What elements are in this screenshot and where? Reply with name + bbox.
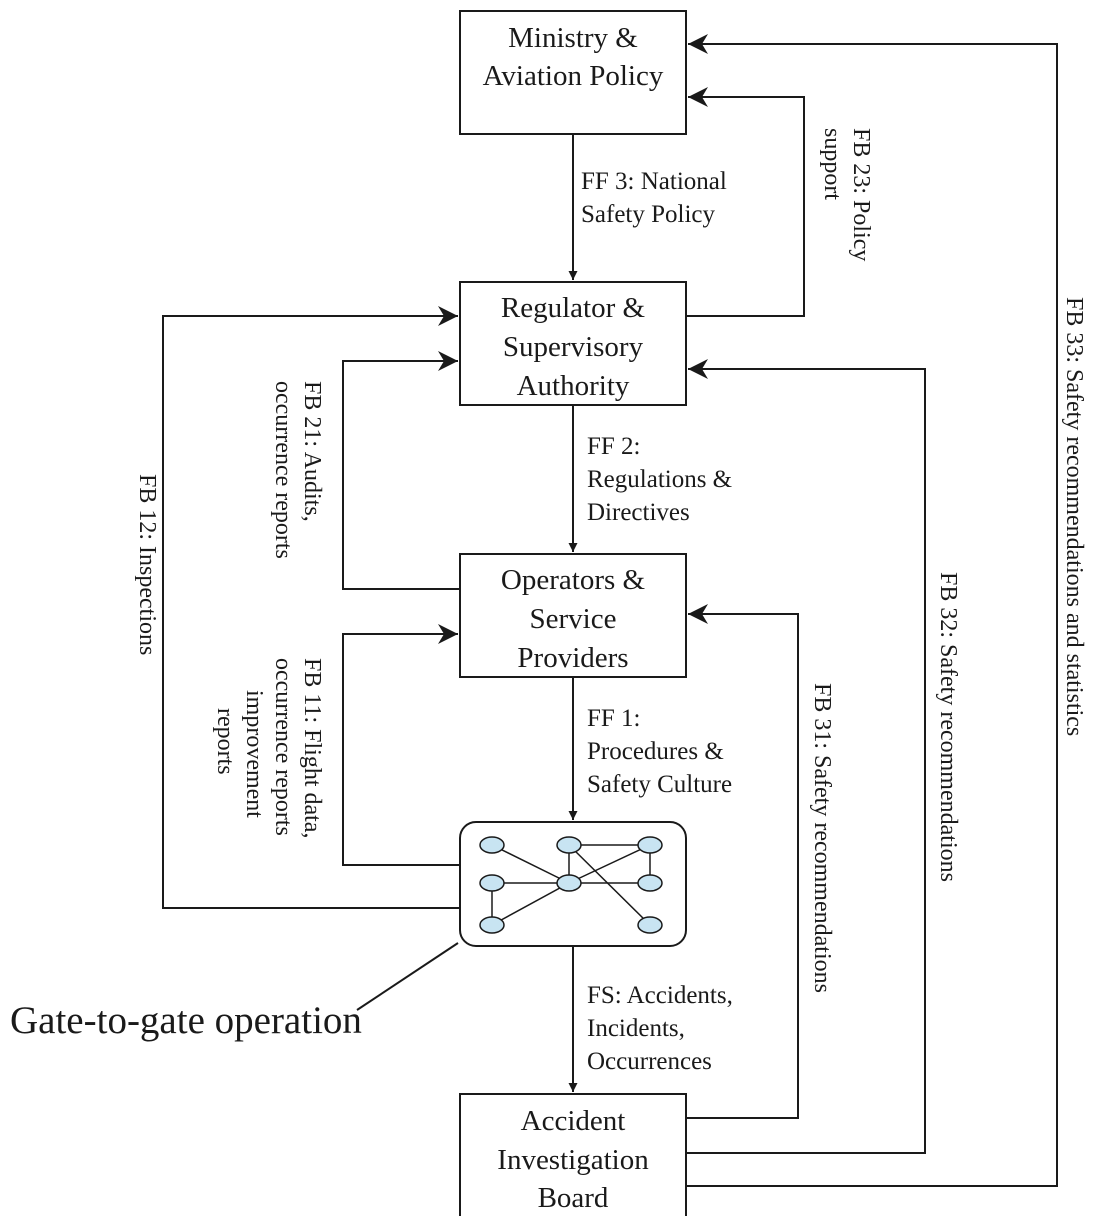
aib-box: Accident Investigation Board (459, 1093, 687, 1216)
fb32-arrow (686, 359, 926, 1154)
network-edges (491, 844, 651, 926)
fb11-label-line-4: reports (212, 708, 238, 775)
fb31-arrow (686, 604, 799, 1119)
fb23-label-line-2: support (819, 128, 845, 200)
ff1-label-line-3: Safety Culture (587, 771, 732, 798)
ff1-label-line-2: Procedures & (587, 738, 724, 765)
fb33-arrow (686, 34, 1058, 1187)
network-node (556, 836, 582, 854)
aib-label-line-2: Investigation (497, 1144, 649, 1176)
fs-label-line-3: Occurrences (587, 1048, 712, 1075)
network-node (637, 836, 663, 854)
fb21-label-line-2: occurrence reports (270, 381, 296, 559)
ministry-box: Ministry & Aviation Policy (459, 10, 687, 135)
ff1-label-line-1: FF 1: (587, 705, 641, 732)
ff2-label-line-2: Regulations & (587, 466, 732, 493)
fb21-label: FB 21: Audits, occurrence reports (270, 381, 325, 559)
ff3-label-line-1: FF 3: National (581, 168, 727, 195)
operators-box: Operators & Service Providers (459, 553, 687, 678)
regulator-box: Regulator & Supervisory Authority (459, 281, 687, 406)
network-node (479, 836, 505, 854)
fb21-label-line-1: FB 21: Audits, (299, 381, 325, 522)
network-label: Gate-to-gate operation (10, 999, 362, 1042)
network-node (637, 874, 663, 892)
ministry-label-line-1: Ministry & (508, 22, 638, 54)
fs-label-line-1: FS: Accidents, (587, 982, 733, 1009)
ff3-label-line-2: Safety Policy (581, 201, 716, 228)
fb33-label: FB 33: Safety recommendations and statis… (1061, 297, 1087, 736)
network-nodes (479, 836, 663, 934)
network-node (556, 874, 582, 892)
ff2-label-line-3: Directives (587, 499, 690, 526)
fb23-label: FB 23: Policy support (819, 128, 874, 261)
network-node (479, 916, 505, 934)
fb11-label-line-3: improvement (241, 690, 267, 818)
fb11-label-line-1: FB 11: Flight data, (299, 658, 325, 838)
fs-label-line-2: Incidents, (587, 1015, 685, 1042)
network-box (459, 821, 687, 947)
operators-label-line-1: Operators & (501, 564, 646, 596)
network-node (479, 874, 505, 892)
fb12-label: FB 12: Inspections (134, 474, 160, 655)
aib-label-line-3: Board (538, 1182, 609, 1214)
network-label-leader (356, 942, 459, 1011)
operators-label-line-2: Service (530, 603, 617, 635)
fb12-arrow (162, 306, 460, 909)
regulator-label-line-2: Supervisory (503, 331, 644, 363)
fb11-label: FB 11: Flight data, occurrence reports i… (212, 658, 325, 838)
ministry-label-line-2: Aviation Policy (483, 60, 664, 92)
ff2-label-line-1: FF 2: (587, 433, 641, 460)
regulator-label-line-3: Authority (517, 370, 630, 402)
fb31-label: FB 31: Safety recommendations (809, 683, 835, 993)
fb11-label-line-2: occurrence reports (270, 658, 296, 836)
operators-label-line-3: Providers (517, 642, 628, 674)
aib-label-line-1: Accident (521, 1105, 626, 1137)
fb21-arrow (342, 351, 460, 590)
fb32-label: FB 32: Safety recommendations (935, 572, 961, 882)
fb11-arrow (342, 624, 460, 866)
network-node (637, 916, 663, 934)
fb23-arrow (686, 87, 805, 317)
regulator-label-line-1: Regulator & (501, 292, 646, 324)
fb23-label-line-1: FB 23: Policy (848, 128, 874, 261)
